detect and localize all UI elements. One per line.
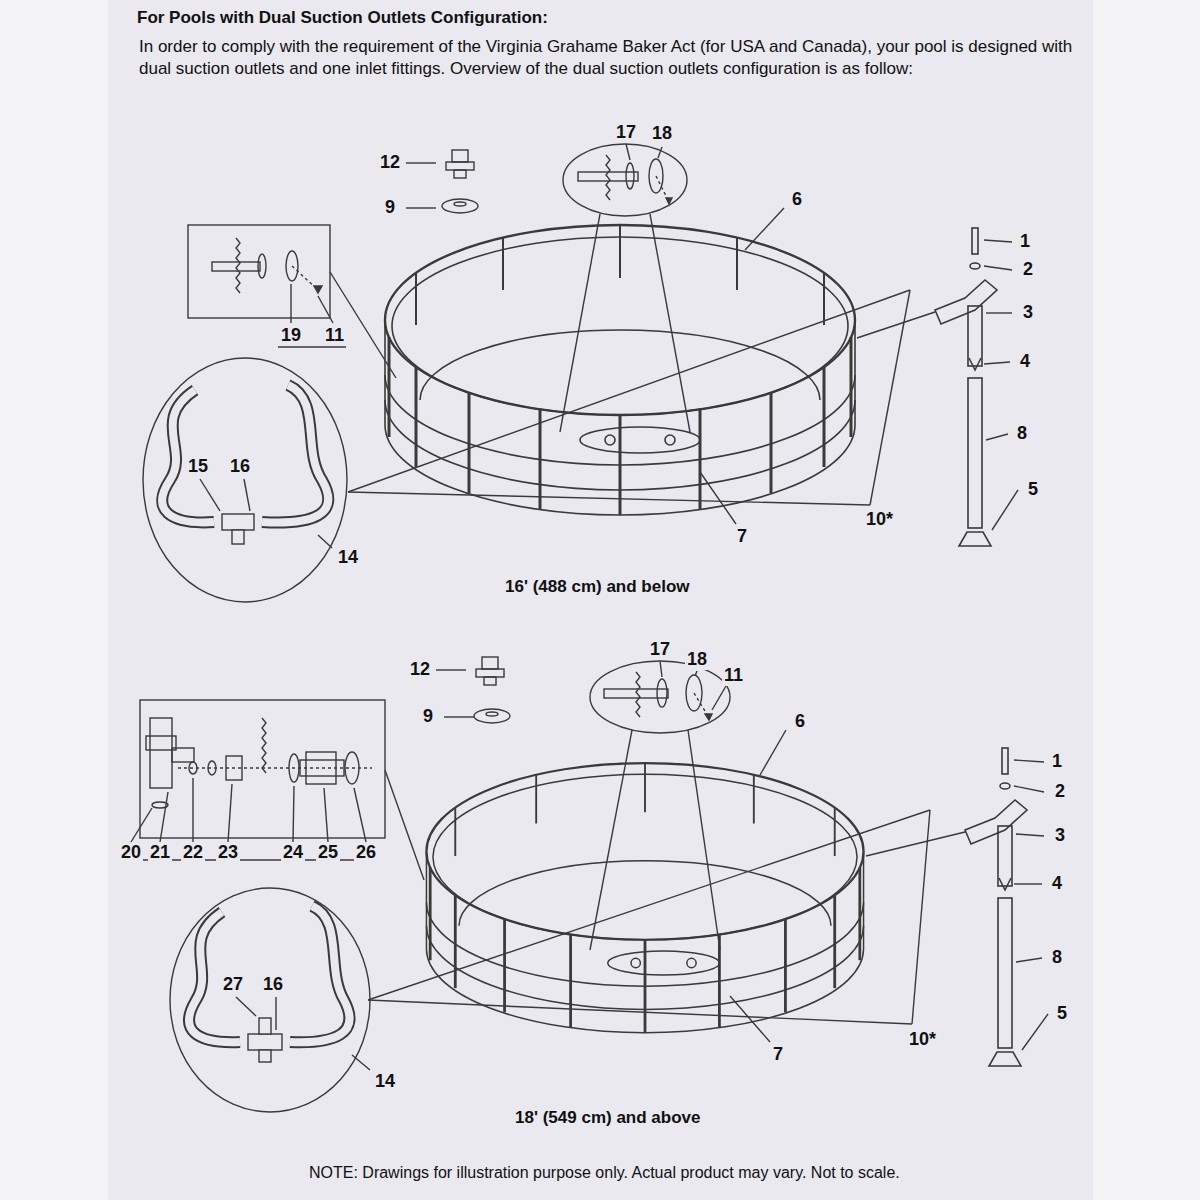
callout-number: 14	[336, 548, 360, 568]
callout-number: 5	[1026, 480, 1040, 500]
callout-number: 20	[119, 843, 143, 863]
callout-number: 9	[383, 198, 397, 218]
callout-number: 24	[281, 843, 305, 863]
callout-number: 2	[1021, 260, 1035, 280]
size-label: 18' (549 cm) and above	[513, 1109, 702, 1128]
callout-number: 12	[408, 660, 432, 680]
callout-number: 3	[1053, 826, 1067, 846]
callout-number: 23	[216, 843, 240, 863]
callout-number: 26	[354, 843, 378, 863]
callout-number: 12	[378, 153, 402, 173]
callout-number: 10*	[907, 1030, 938, 1050]
callout-number: 1	[1050, 752, 1064, 772]
callout-number: 3	[1021, 303, 1035, 323]
callout-number: 16	[261, 975, 285, 995]
size-label: 16' (488 cm) and below	[503, 578, 692, 597]
callout-number: 21	[148, 843, 172, 863]
callout-number: 11	[323, 326, 346, 346]
callout-number: 22	[181, 843, 205, 863]
callout-number: 17	[614, 123, 638, 143]
heading: For Pools with Dual Suction Outlets Conf…	[135, 9, 550, 28]
callout-number: 2	[1053, 782, 1067, 802]
callout-number: 19	[279, 326, 303, 346]
callout-number: 4	[1018, 352, 1032, 372]
note-caption: NOTE: Drawings for illustration purpose …	[307, 1164, 902, 1182]
callout-number: 5	[1055, 1004, 1069, 1024]
callout-number: 15	[186, 457, 210, 477]
callout-number: 7	[771, 1045, 785, 1065]
callout-number: 11	[722, 666, 745, 686]
intro-text: In order to comply with the requirement …	[137, 36, 1076, 80]
callout-number: 16	[228, 457, 252, 477]
callout-number: 6	[790, 190, 804, 210]
callout-number: 7	[735, 527, 749, 547]
callout-number: 8	[1050, 948, 1064, 968]
callout-number: 6	[793, 712, 807, 732]
callout-number: 18	[650, 124, 674, 144]
callout-number: 14	[373, 1072, 397, 1092]
callout-number: 27	[221, 975, 245, 995]
callout-number: 10*	[864, 510, 895, 530]
callout-number: 1	[1018, 232, 1032, 252]
callout-number: 4	[1050, 874, 1064, 894]
callout-number: 8	[1015, 424, 1029, 444]
callout-number: 17	[648, 640, 672, 660]
callout-number: 18	[685, 650, 709, 670]
callout-number: 25	[316, 843, 340, 863]
callout-number: 9	[421, 707, 435, 727]
